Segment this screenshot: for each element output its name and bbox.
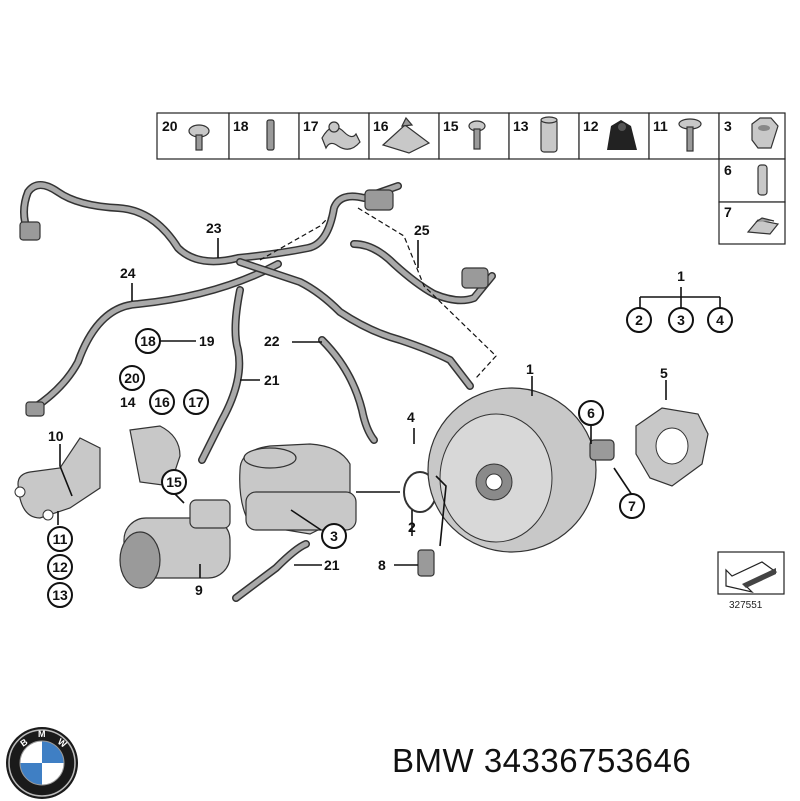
callout-21-lower: 21 <box>324 557 340 573</box>
inset-label-3: 3 <box>724 118 732 134</box>
callout-8: 8 <box>378 557 386 573</box>
mounting-bracket <box>14 437 101 521</box>
vacuum-pump <box>119 499 231 589</box>
callout-9: 9 <box>195 582 203 598</box>
inset-label-11: 11 <box>653 118 668 134</box>
part-number-caption: BMW 34336753646 <box>392 742 691 780</box>
rubber-mount-icon <box>607 120 637 150</box>
circled-callouts: 18 20 16 17 15 11 12 13 3 6 7 <box>47 328 645 608</box>
svg-text:M: M <box>38 729 46 739</box>
callout-10: 10 <box>48 428 64 444</box>
inset-label-16: 16 <box>373 118 389 134</box>
callout-13: 13 <box>52 587 68 603</box>
callout-3: 3 <box>330 528 338 544</box>
vacuum-pipes <box>19 181 497 464</box>
callout-11: 11 <box>53 531 68 547</box>
tree-root-label: 1 <box>677 268 685 284</box>
hex-bolt-icon <box>188 124 210 151</box>
callout-16: 16 <box>154 394 170 410</box>
brand-name: BMW <box>392 742 475 779</box>
brake-booster <box>427 387 615 553</box>
orientation-symbol: 327551 <box>717 551 785 611</box>
callout-1: 1 <box>526 361 534 377</box>
callout-24: 24 <box>120 265 136 281</box>
inset-label-20: 20 <box>162 118 178 134</box>
inset-label-7: 7 <box>724 204 732 220</box>
callout-21-upper: 21 <box>264 372 280 388</box>
callout-7: 7 <box>628 498 636 514</box>
flange-screw-icon <box>468 120 486 150</box>
pressure-sensor <box>417 549 435 577</box>
tree-child-4: 4 <box>716 312 724 328</box>
inset-label-17: 17 <box>303 118 319 134</box>
svg-text:B: B <box>18 736 29 748</box>
spring-clip-icon <box>746 217 780 235</box>
callout-2: 2 <box>408 519 416 535</box>
catalog-number: 327551 <box>729 600 763 611</box>
callout-18: 18 <box>140 333 156 349</box>
assembly-tree: 1 2 3 4 <box>626 268 733 333</box>
callout-25: 25 <box>414 222 430 238</box>
callout-15: 15 <box>166 474 182 490</box>
pipe-clip-icon <box>321 121 361 150</box>
callout-6: 6 <box>587 405 595 421</box>
inset-label-12: 12 <box>583 118 599 134</box>
master-cylinder <box>239 443 357 535</box>
spacer-sleeve-icon <box>540 116 558 153</box>
inset-label-13: 13 <box>513 118 529 134</box>
bracket-clip-icon <box>381 116 431 154</box>
callout-14: 14 <box>120 394 136 410</box>
callout-23: 23 <box>206 220 222 236</box>
inset-label-6: 6 <box>724 162 732 178</box>
callout-leaders <box>57 238 667 578</box>
hex-nut-icon <box>751 117 779 149</box>
callout-12: 12 <box>52 559 68 575</box>
inset-parts-strip: 20 18 17 16 15 13 12 11 3 6 7 <box>156 112 786 245</box>
collar-bolt-icon <box>678 118 702 152</box>
tree-child-3: 3 <box>677 312 685 328</box>
callout-17: 17 <box>188 394 204 410</box>
callout-19: 19 <box>199 333 215 349</box>
callout-5: 5 <box>660 365 668 381</box>
inset-label-15: 15 <box>443 118 459 134</box>
tree-child-2: 2 <box>635 312 643 328</box>
bmw-roundel-logo: B M W <box>6 727 78 799</box>
pin-icon <box>757 164 768 196</box>
callout-20: 20 <box>124 370 140 386</box>
callout-4: 4 <box>407 409 415 425</box>
inset-label-18: 18 <box>233 118 249 134</box>
stud-pin-icon <box>266 119 275 151</box>
callout-22: 22 <box>264 333 280 349</box>
part-number: 34336753646 <box>483 742 692 779</box>
